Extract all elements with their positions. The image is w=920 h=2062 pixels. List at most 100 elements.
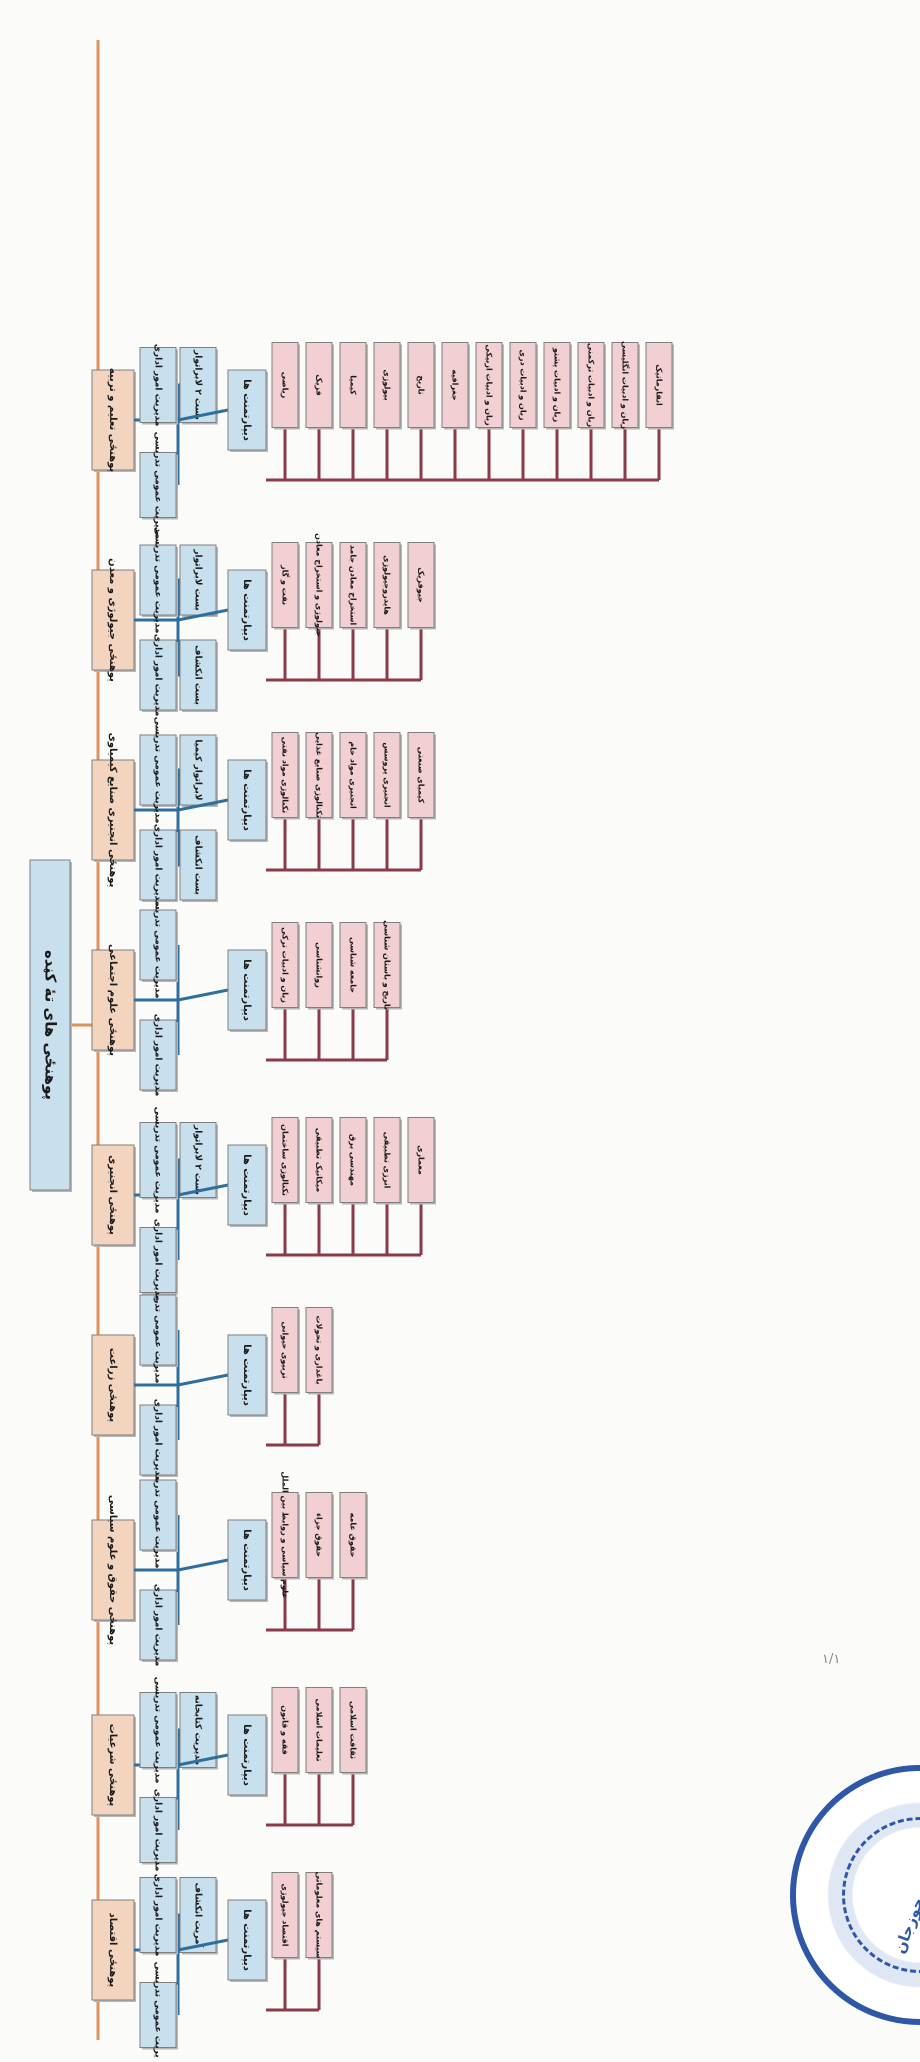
faculty-3-depts-head: دیپارتمنت ها [227, 1519, 268, 1602]
faculty-7-mgmt-4-box [179, 734, 217, 806]
faculty-7-mgmt-3: بست انکشاف [179, 829, 218, 902]
faculty-1-dept-label: سیستم های معلوماتی [315, 1871, 324, 1958]
faculty-3-dept-3-box [339, 1492, 367, 1578]
faculty-1-dept-label: اقتصاد جیولوژی [281, 1883, 290, 1946]
faculty-5-mgmt-2-box [139, 1122, 177, 1198]
faculty-3-depts-head-box [227, 1519, 267, 1601]
faculty-8-dept-4-box [373, 542, 401, 628]
faculty-8-mgmt-1: مدیریت امور اداری [139, 634, 178, 716]
faculty-9-mgmt-1-box [139, 452, 177, 518]
faculty-9-dept-label: کیمیا [349, 375, 358, 395]
faculty-8-dept-label: نفت و گاز [281, 564, 291, 605]
faculty-2-mgmt-label: مدیریت عمومی تدریسی [153, 1677, 163, 1784]
faculty-2-dept-label: ثقافت اسلامی [349, 1701, 358, 1759]
faculty-2-mgmt-label: مدیریت امور اداری [153, 1789, 163, 1872]
page-mark: ۱/۱ [822, 1652, 841, 1667]
faculty-6-mgmt-2-box [139, 909, 177, 981]
faculty-6-label: پوهنځی علوم اجتماعی [107, 944, 118, 1056]
faculty-9-dept-label: زبان و ادبیات ترکمنی [587, 343, 596, 428]
faculty-9-mgmt-label: بست ۲ لابراتوار [193, 349, 203, 420]
faculty-3-box [91, 1519, 135, 1621]
faculty-5-mgmt-1: مدیریت امور اداری [139, 1219, 178, 1301]
faculty-6-dept-label: زبان و ادبیات ترکی [281, 927, 290, 1003]
faculty-3-dept-label: علوم سیاسی و روابط بین الملل [281, 1471, 290, 1598]
faculty-9-mgmt-3-box [179, 347, 217, 423]
faculty-3-depts-head-label: دیپارتمنت ها [241, 1529, 252, 1591]
faculty-7-mgmt-label: لابراتوار کیمیا [193, 739, 203, 800]
faculty-8-dept-3-box [339, 542, 367, 628]
faculty-9-dept-label: جغرافیه [451, 369, 460, 401]
faculty-5-mgmt-1-box [139, 1227, 177, 1293]
faculty-7: پوهنځی انجنیری صنایع کیمیاوی [91, 733, 136, 888]
faculty-9-mgmt-1: مدیریت عمومی تدریسی [139, 432, 178, 538]
faculty-8-mgmt-label: بست انکشاف [193, 645, 203, 705]
faculty-6-depts-connector [177, 988, 229, 1002]
faculty-7-dept-label: تکنالوژی مواد نفتی [281, 737, 290, 813]
faculty-2-dept-3-box [339, 1687, 367, 1773]
faculty-2-mgmt-label: مدیریت کتابخانه [193, 1695, 203, 1765]
faculty-9-dept-9: زبان و ادبیات پشتو [543, 342, 572, 430]
faculty-4-mgmt-2-box [139, 1294, 177, 1366]
faculty-6-mgmt-label: مدیریت عمومی تدریسی [153, 892, 163, 999]
faculty-8-dept-label: استخراج معادن جامد [349, 545, 358, 626]
faculty-4-dept-1: تربیوی حیوانی [271, 1307, 300, 1395]
faculty-6-dept-3: جامعه شناسی [339, 922, 368, 1010]
faculty-4-dept-label: باغداری و تحولات [315, 1315, 324, 1384]
faculty-3: پوهنځی حقوق و علوم سیاسی [91, 1495, 136, 1645]
faculty-3-dept-label: حقوق عامه [349, 1513, 358, 1558]
faculty-8-mgmt-2-box [139, 544, 177, 616]
faculty-8-mgmt-1-box [139, 639, 177, 711]
faculty-9-dept-12-box [645, 342, 673, 428]
faculty-3-depts-connector [177, 1558, 229, 1572]
root-label: پوهنځی های تۀ کڼده [41, 950, 60, 1100]
faculty-9-depts-head-box [227, 369, 267, 451]
faculty-1-box [91, 1899, 135, 2001]
faculty-1: پوهنځی اقتصاد [91, 1899, 136, 2002]
faculty-1-mgmt-label: آمریت انکشاف [193, 1883, 205, 1949]
faculty-6-box [91, 949, 135, 1051]
faculty-5-dept-label: تکنالوژی ساختمان [281, 1124, 290, 1196]
faculty-7-dept-1: تکنالوژی مواد نفتی [271, 732, 300, 820]
faculty-1-depts-head: دیپارتمنت ها [227, 1899, 268, 1982]
faculty-9-dept-label: ریاضی [281, 372, 290, 399]
faculty-7-dept-label: انجنیری پروسس [382, 742, 392, 808]
faculty-9-dept-8-box [509, 342, 537, 428]
faculty-6-dept-label: روانشناسی [315, 942, 324, 988]
faculty-2-mgmt-2-box [139, 1692, 177, 1768]
faculty-5-dept-label: معماری [417, 1145, 426, 1175]
faculty-1-depts-connector [177, 1938, 229, 1952]
faculty-9-dept-6-box [441, 342, 469, 428]
faculty-9-label: پوهنځی تعلیم و تربیه [107, 368, 118, 473]
faculty-3-dept-1-box [271, 1492, 299, 1578]
faculty-2-mgmt-3: مدیریت کتابخانه [179, 1692, 218, 1770]
faculty-2-mgmt-1-box [139, 1797, 177, 1863]
faculty-3-mgmt-label: مدیریت امور اداری [153, 1584, 163, 1667]
faculty-9-dept-label: زبان و ادبیات انگلیسی [621, 341, 631, 429]
faculty-7-mgmt-label: مدیریت عمومی تدریسی [153, 717, 163, 824]
faculty-4-mgmt-label: مدیریت امور اداری [153, 1399, 163, 1482]
faculty-8-mgmt-4: بست لابراتوار [179, 544, 218, 617]
faculty-8-mgmt-label: مدیریت عمومی تدریسی [153, 527, 163, 634]
faculty-9-dept-7: زبان و ادبیات ازبیکی [475, 342, 504, 430]
faculty-7-dept-5: کیمیای صنعتی [407, 732, 436, 820]
faculty-1-mgmt-label: مدیریت عمومی تدریسی [153, 1962, 163, 2058]
faculty-2-mgmt-2: مدیریت عمومی تدریسی [139, 1677, 178, 1784]
faculty-1-mgmt-1: مدیریت عمومی تدریسی [139, 1962, 178, 2058]
faculty-3-mgmt-1-box [139, 1589, 177, 1661]
faculty-9-dept-6: جغرافیه [441, 342, 470, 430]
faculty-9: پوهنځی تعلیم و تربیه [91, 368, 136, 473]
faculty-4-dept-2: باغداری و تحولات [305, 1307, 334, 1395]
seal-text: پوهنتون جوزجان [890, 1834, 920, 1956]
faculty-9-dept-7-box [475, 342, 503, 428]
faculty-9-dept-4: بیولوژی [373, 342, 402, 430]
faculty-6-dept-4-box [373, 922, 401, 1008]
faculty-8-mgmt-2: مدیریت عمومی تدریسی [139, 527, 178, 634]
faculty-7-dept-label: کیمیای صنعتی [417, 747, 426, 804]
faculty-9-dept-8: زبان و ادبیات دری [509, 342, 538, 430]
faculty-9-dept-label: زبان و ادبیات ازبیکی [485, 344, 494, 426]
faculty-1-depts-head-box [227, 1899, 267, 1981]
faculty-2-box [91, 1714, 135, 1816]
faculty-5-depts-head: دیپارتمنت ها [227, 1144, 268, 1227]
faculty-3-label: پوهنځی حقوق و علوم سیاسی [107, 1495, 118, 1645]
faculty-2: پوهنځی شرعیات [91, 1714, 136, 1817]
